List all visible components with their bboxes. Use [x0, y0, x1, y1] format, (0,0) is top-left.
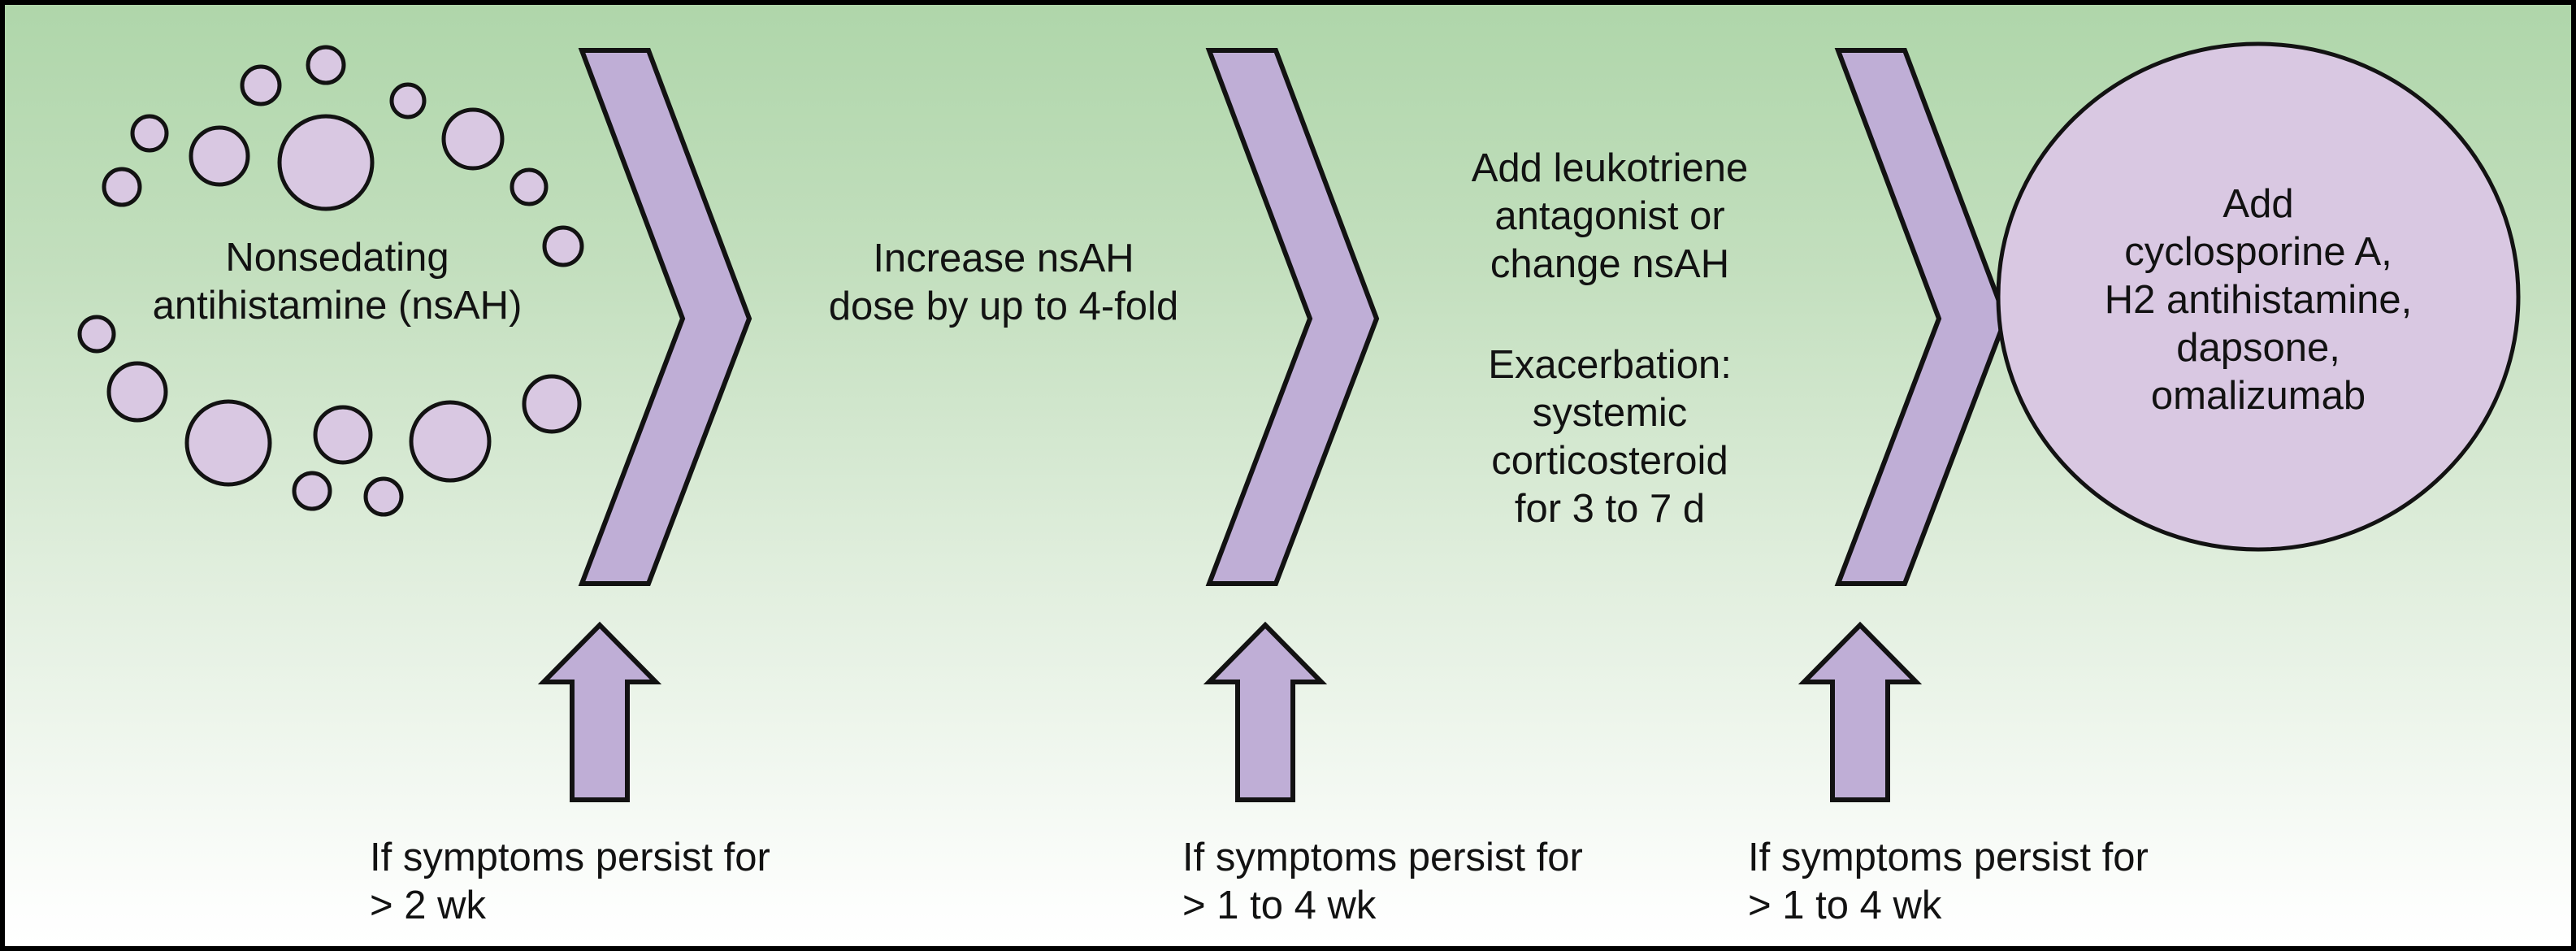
step-2-line: Increase nsAH — [873, 237, 1134, 280]
step-4-line: cyclosporine A, — [2124, 230, 2392, 274]
step-3-exacerbation-line: corticosteroid — [1491, 439, 1728, 483]
step-3-line: Add leukotriene — [1471, 146, 1749, 190]
step-3-label: Add leukotriene antagonist or change nsA… — [1325, 145, 1894, 289]
chevron-right-icon — [578, 48, 752, 586]
hive-circle — [409, 400, 492, 483]
hive-circle — [184, 399, 272, 487]
step-3-exacerbation-line: systemic — [1532, 391, 1688, 435]
hive-circle — [130, 114, 169, 153]
chevron-right-icon — [1205, 48, 1380, 586]
flowchart-shapes — [77, 41, 2521, 802]
step-4-label: Add cyclosporine A, H2 antihistamine, da… — [1974, 180, 2543, 420]
hive-circle — [106, 361, 168, 423]
transition-1-label: If symptoms persist for > 2 wk — [370, 834, 939, 930]
hive-circle — [542, 225, 584, 267]
hive-circle — [313, 405, 373, 465]
step-3-line: change nsAH — [1490, 242, 1730, 286]
hive-circle — [292, 471, 332, 511]
transition-2-label: If symptoms persist for > 1 to 4 wk — [1182, 834, 1751, 930]
transition-3-line: > 1 to 4 wk — [1748, 884, 1942, 927]
step-3-exacerbation-label: Exacerbation: systemic corticosteroid fo… — [1325, 341, 1894, 533]
step-3-line: antagonist or — [1494, 194, 1725, 238]
step-1-label: Nonsedating antihistamine (nsAH) — [53, 234, 622, 330]
step-4-line: Add — [2223, 182, 2294, 226]
chevron-right-icon — [1834, 48, 2009, 586]
up-arrow-icon — [1203, 621, 1328, 802]
step-3-exacerbation-line: for 3 to 7 d — [1514, 487, 1706, 531]
up-arrow-icon — [1798, 621, 1923, 802]
up-arrow-icon — [537, 621, 662, 802]
transition-2-line: If symptoms persist for — [1182, 836, 1583, 879]
step-3-exacerbation-line: Exacerbation: — [1488, 343, 1732, 387]
hive-circle — [189, 125, 250, 187]
step-1-line: Nonsedating — [225, 236, 449, 280]
hive-circle — [240, 64, 282, 106]
hive-circle — [277, 114, 375, 211]
hives-cluster-icon — [77, 45, 584, 517]
hive-circle — [363, 476, 404, 517]
step-2-label: Increase nsAH dose by up to 4-fold — [719, 235, 1288, 331]
hive-circle — [306, 45, 346, 85]
step-4-line: omalizumab — [2150, 374, 2366, 418]
step-4-line: H2 antihistamine, — [2104, 278, 2413, 322]
transition-3-label: If symptoms persist for > 1 to 4 wk — [1748, 834, 2317, 930]
step-4-line: dapsone, — [2176, 326, 2340, 370]
transition-2-line: > 1 to 4 wk — [1182, 884, 1377, 927]
hive-circle — [77, 315, 116, 354]
hive-circle — [102, 167, 142, 207]
transition-1-line: > 2 wk — [370, 884, 486, 927]
step-2-line: dose by up to 4-fold — [828, 284, 1179, 328]
hive-circle — [441, 107, 505, 171]
transition-3-line: If symptoms persist for — [1748, 836, 2149, 879]
hive-circle — [389, 82, 427, 119]
hive-circle — [510, 167, 549, 206]
final-step-circle — [1996, 41, 2521, 552]
hive-circle — [522, 374, 582, 434]
transition-1-line: If symptoms persist for — [370, 836, 770, 879]
step-1-line: antihistamine (nsAH) — [152, 284, 523, 328]
